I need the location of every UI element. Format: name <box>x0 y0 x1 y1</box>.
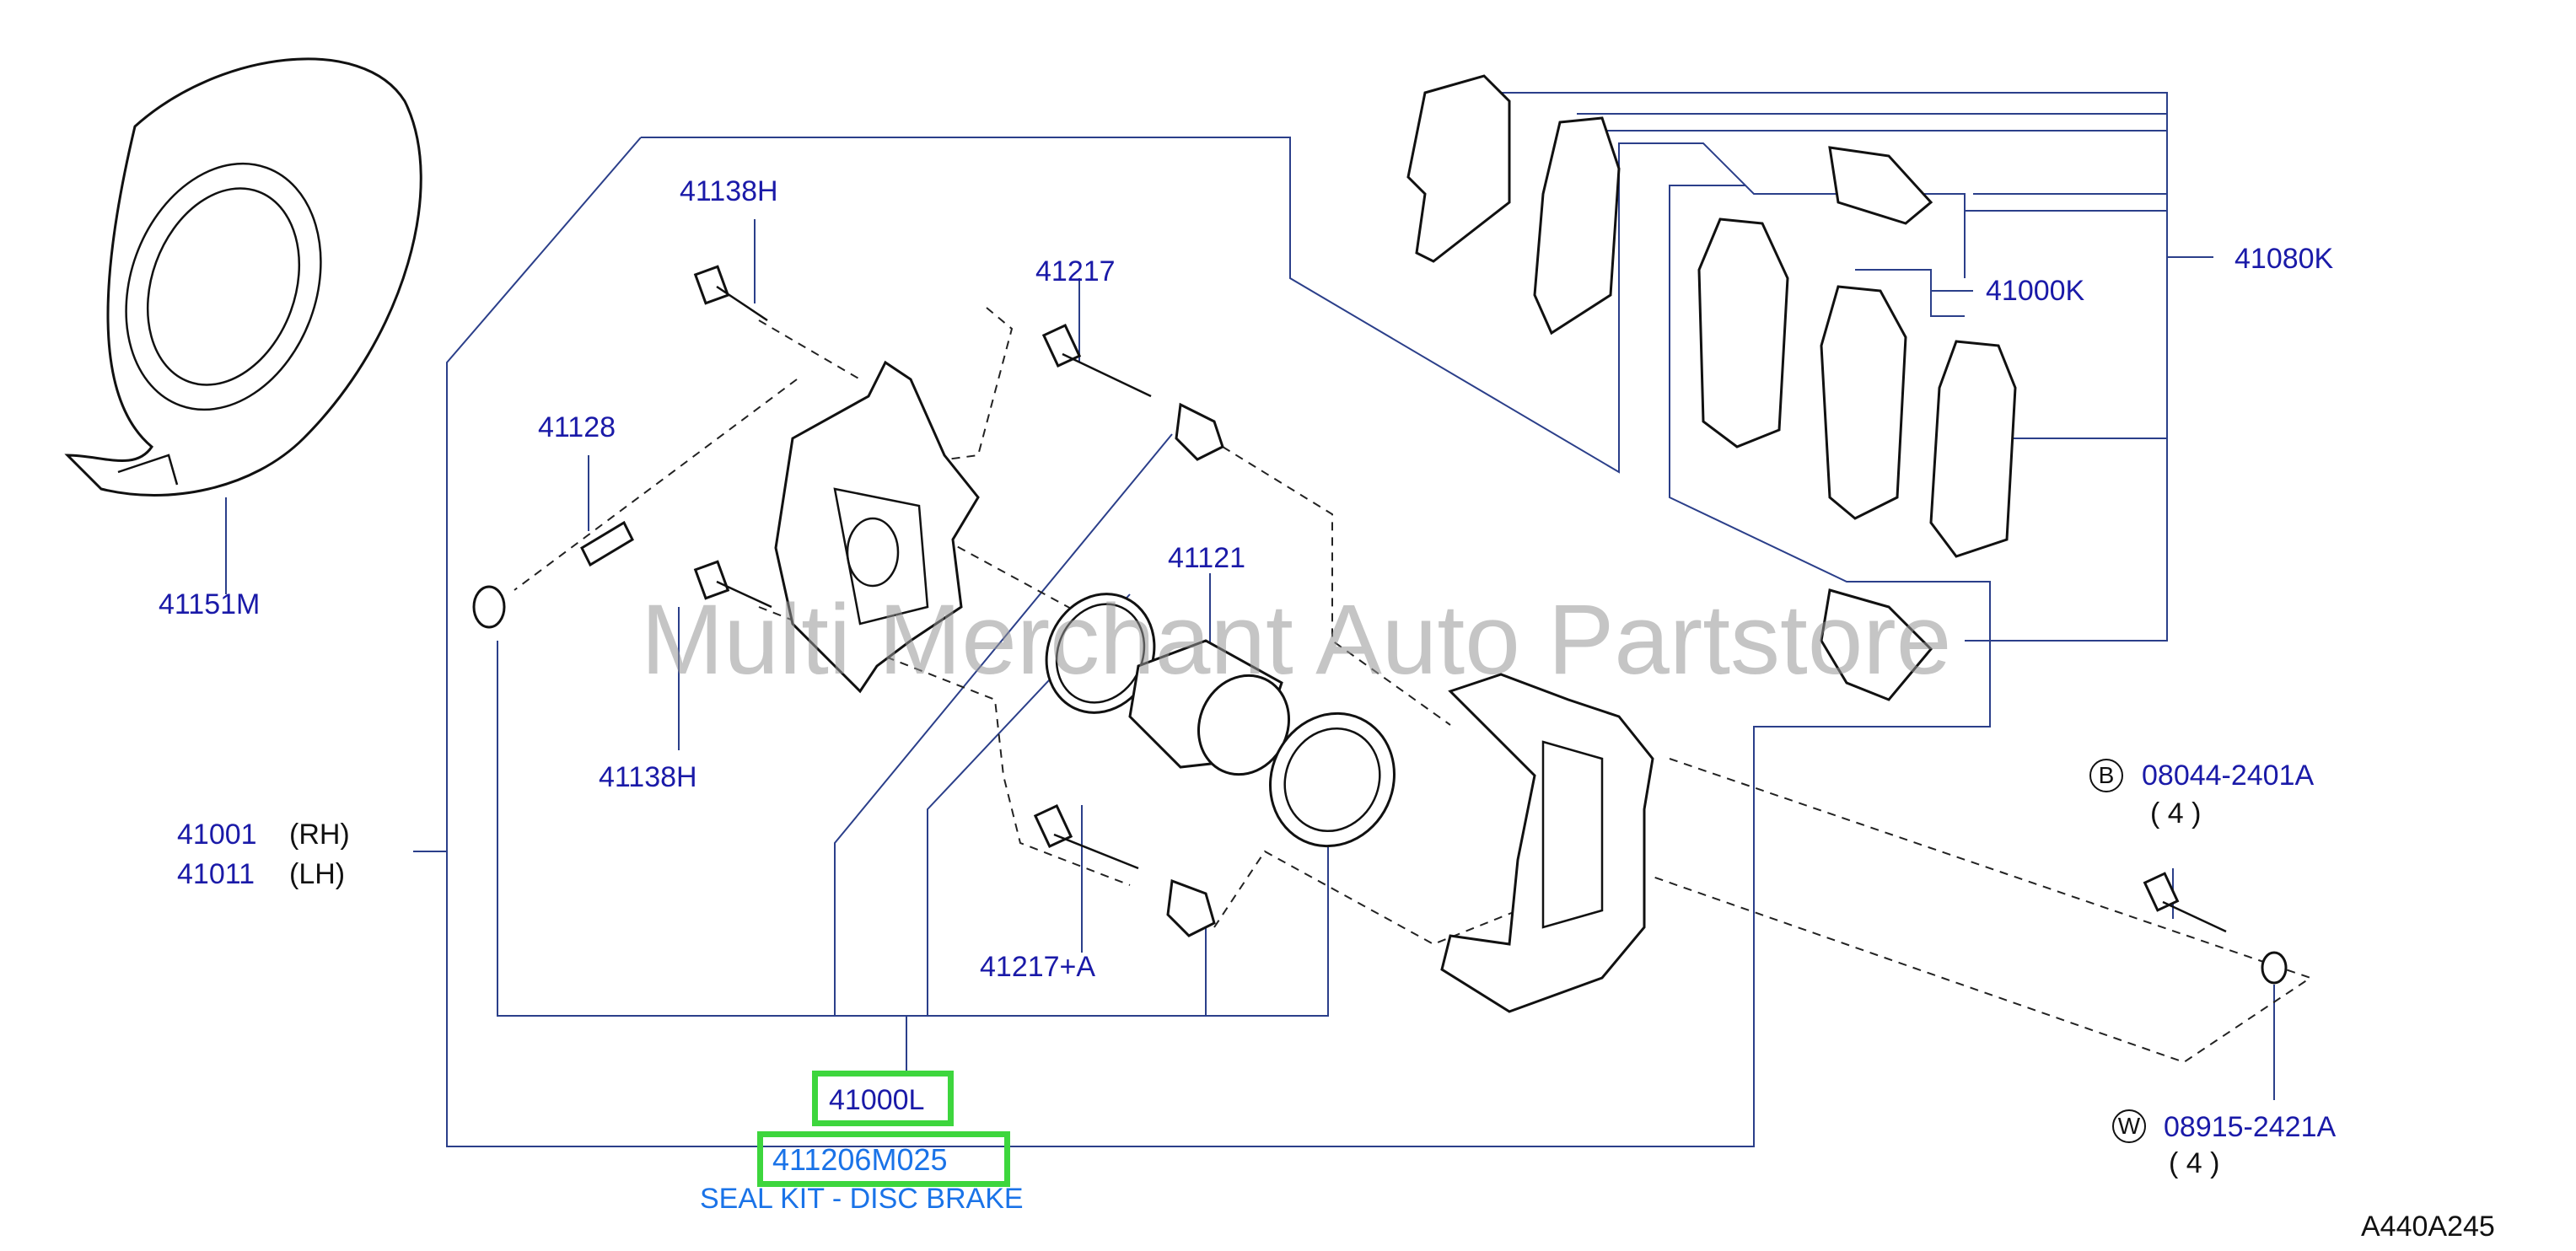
caliper-frame-drawing <box>1440 673 1654 1013</box>
qty-bolt: ( 4 ) <box>2150 797 2202 830</box>
label-41217a[interactable]: 41217+A <box>980 951 1096 983</box>
assembly-lines <box>514 307 2313 1064</box>
label-41121[interactable]: 41121 <box>1168 542 1246 574</box>
label-41138h-bottom[interactable]: 41138H <box>599 761 697 793</box>
label-lh: (LH) <box>289 858 346 890</box>
piston-drawing <box>1045 593 1396 848</box>
caliper-body-drawing <box>774 360 980 694</box>
label-411206m025[interactable]: 411206M025 <box>772 1142 948 1177</box>
brake-pads-drawing <box>1406 74 2017 701</box>
label-08915-2421a[interactable]: 08915-2421A <box>2164 1111 2337 1143</box>
label-41217[interactable]: 41217 <box>1035 255 1116 287</box>
watermark: Multi Merchant Auto Partstore <box>641 584 1952 695</box>
highlight-41000l <box>812 1071 954 1126</box>
washer-marker-w: W <box>2112 1109 2146 1143</box>
label-seal-kit[interactable]: SEAL KIT - DISC BRAKE <box>700 1183 1024 1215</box>
label-41001[interactable]: 41001 <box>177 819 257 851</box>
label-rh: (RH) <box>289 819 350 851</box>
leader-lines <box>225 92 2275 1147</box>
label-41138h-top[interactable]: 41138H <box>680 175 778 207</box>
label-41011[interactable]: 41011 <box>177 858 255 890</box>
dust-shield-drawing <box>64 57 422 497</box>
bolt-marker-b: B <box>2089 759 2123 792</box>
label-41000l[interactable]: 41000L <box>829 1084 925 1116</box>
bolts-drawing <box>472 265 2288 985</box>
highlight-411206m025 <box>757 1131 1010 1187</box>
label-41080k[interactable]: 41080K <box>2235 243 2334 275</box>
label-08044-2401a[interactable]: 08044-2401A <box>2142 760 2315 792</box>
qty-washer: ( 4 ) <box>2169 1147 2220 1179</box>
label-41151m[interactable]: 41151M <box>159 588 261 620</box>
diagram-code: A440A245 <box>2361 1211 2495 1243</box>
label-41000k[interactable]: 41000K <box>1986 275 2085 307</box>
label-41128[interactable]: 41128 <box>538 411 616 443</box>
